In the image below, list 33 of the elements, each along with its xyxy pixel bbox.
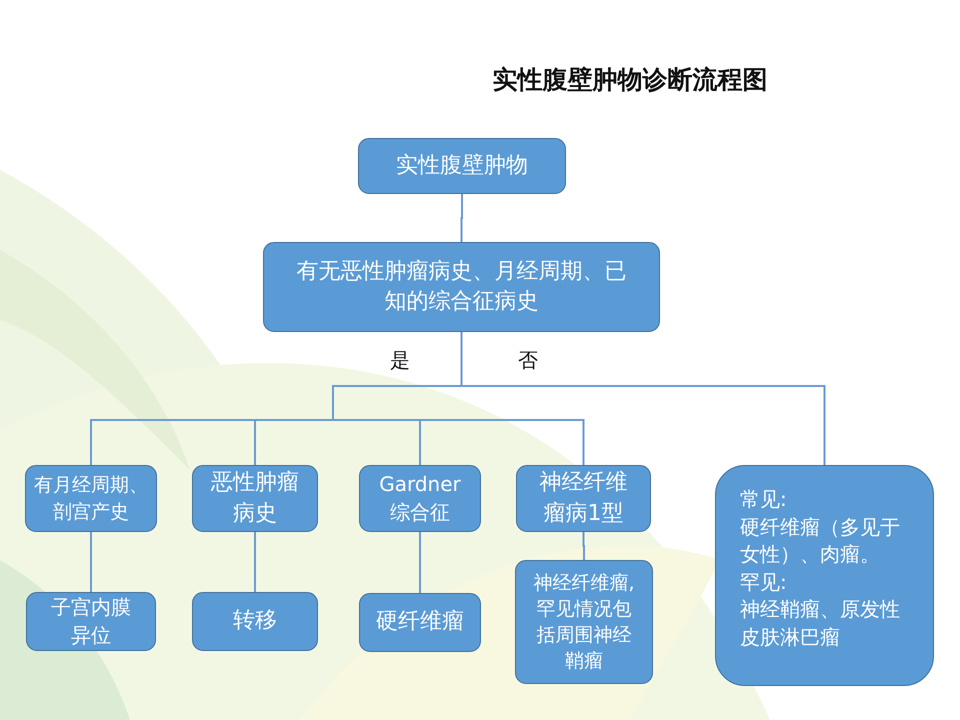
process-box: [263, 242, 660, 332]
node-text: Gardner 综合征: [378, 470, 462, 526]
connector-line: [460, 194, 463, 242]
node-text: 罕见:: [740, 568, 788, 596]
connector-line: [90, 532, 92, 592]
connector-line: [582, 532, 585, 560]
process-box: [359, 465, 481, 532]
process-box: [359, 593, 481, 652]
node-text: 有月经周期、剖宫产史: [33, 473, 149, 524]
process-box: [715, 465, 934, 686]
process-box: [25, 465, 157, 532]
node-text: 神经纤维瘤病1型: [538, 469, 628, 528]
process-box: [192, 592, 318, 651]
connector-line: [254, 532, 256, 592]
node-text: 神经鞘瘤、原发性皮肤淋巴瘤: [740, 596, 901, 651]
node-text: 有无恶性肿瘤病史、月经周期、已知的综合征病史: [296, 258, 628, 316]
node-text: 硬纤维瘤（多见于女性）、肉瘤。: [740, 514, 901, 568]
connector-line: [419, 532, 421, 593]
edge-label: 否: [517, 347, 539, 373]
node-text: 硬纤维瘤: [375, 608, 465, 636]
process-box: [358, 138, 566, 194]
node-text: 神经纤维瘤,罕见情况包括周围神经鞘瘤: [532, 570, 636, 674]
process-box: [192, 465, 318, 532]
node-text: 常见:: [740, 486, 788, 513]
node-text: 子宫内膜异位: [50, 594, 132, 648]
node-text: 恶性肿瘤病史: [210, 469, 300, 528]
process-box: [26, 592, 156, 651]
edge-label: 是: [389, 347, 411, 373]
title: 实性腹壁肿物诊断流程图: [492, 64, 768, 96]
process-box: [516, 465, 651, 532]
node-text: 转移: [232, 607, 278, 636]
node-text: 实性腹壁肿物: [395, 152, 529, 180]
process-box: [515, 560, 653, 684]
